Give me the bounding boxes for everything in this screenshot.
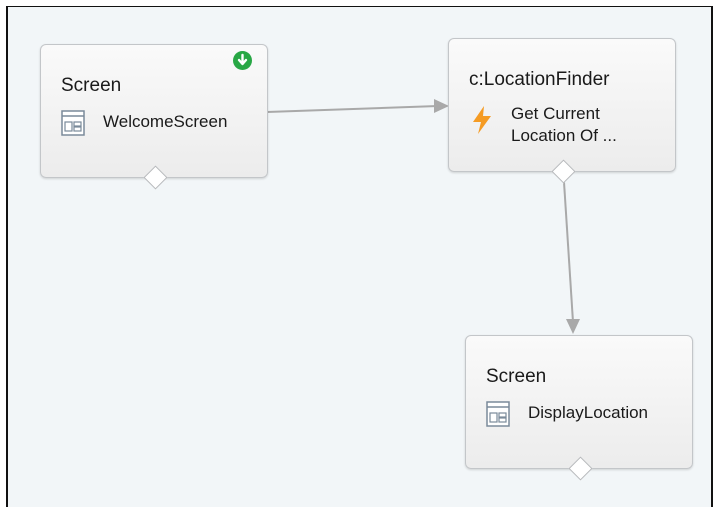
- node-type-label: Screen: [486, 366, 547, 387]
- node-type-label: Screen: [61, 75, 122, 96]
- node-name-label: WelcomeScreen: [103, 112, 228, 131]
- flow-node-display-screen[interactable]: Screen DisplayLocation: [465, 335, 693, 481]
- screen-icon: [486, 401, 510, 432]
- node-name-label: Get Current Location Of ...: [511, 104, 617, 145]
- connector-locationfinder-to-display[interactable]: [563, 181, 580, 334]
- start-element-icon: [233, 51, 252, 70]
- connector-welcome-to-locationfinder[interactable]: [266, 99, 449, 113]
- flow-node-location-finder[interactable]: c:LocationFinder Get Current Location Of…: [448, 38, 676, 184]
- node-name-label: DisplayLocation: [528, 403, 649, 422]
- screen-icon: [61, 110, 85, 141]
- lightning-bolt-icon: [471, 105, 493, 140]
- flow-node-welcome-screen[interactable]: Screen WelcomeScreen: [40, 44, 268, 190]
- node-type-label: c:LocationFinder: [469, 69, 610, 90]
